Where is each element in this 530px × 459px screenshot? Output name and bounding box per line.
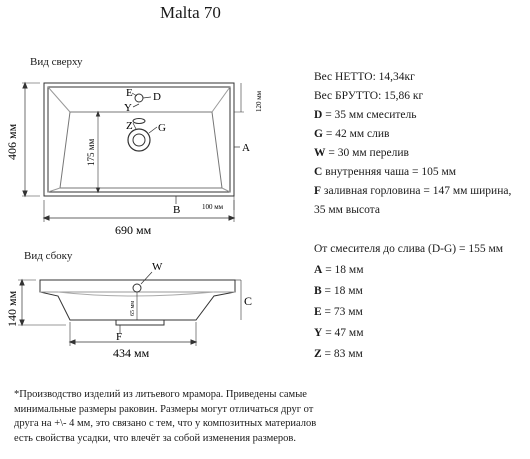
overflow-hole: [132, 118, 146, 124]
top-view-label: Вид сверху: [30, 56, 83, 68]
spec-f: F заливная горловина = 147 мм ширина,: [314, 185, 512, 197]
dim-65: 65 мм: [130, 301, 136, 316]
distance-list: От смесителя до слива (D-G) = 155 мм A =…: [314, 242, 503, 368]
distance-e: E = 73 мм: [314, 306, 363, 318]
distance-z: Z = 83 мм: [314, 348, 363, 360]
distance-y: Y = 47 мм: [314, 327, 364, 339]
sink-rim: [47, 86, 231, 193]
dim-height-140: 140 мм: [5, 290, 19, 327]
spec-c: C внутренняя чаша = 105 мм: [314, 166, 457, 178]
drawings: E D Y Z G A B 690 мм 406 мм 175 мм 120 м…: [5, 81, 263, 360]
marker-w: W: [152, 261, 163, 273]
drain-neck: [115, 319, 165, 326]
side-view-label: Вид сбоку: [24, 250, 73, 262]
spec-list: Вес НЕТТО: 14,34кг Вес БРУТТО: 15,86 кг …: [314, 70, 511, 222]
overflow-side: [132, 283, 142, 293]
marker-c: C: [244, 294, 252, 308]
sink-outer-outline: [43, 82, 235, 197]
footnote: *Производство изделий из литьевого мрамо…: [14, 389, 317, 444]
dim-120: 120 мм: [255, 90, 263, 112]
drain-inner: [132, 133, 146, 147]
top-view-drawing: [22, 81, 244, 222]
side-view-drawing: [18, 271, 242, 346]
spec-w: W = 30 мм перелив: [314, 147, 409, 159]
marker-d: D: [153, 91, 161, 103]
marker-a: A: [242, 142, 250, 154]
marker-g: G: [158, 122, 166, 134]
distance-d-g: От смесителя до слива (D-G) = 155 мм: [314, 243, 504, 255]
dim-175: 175 мм: [86, 139, 96, 166]
spec-g: G = 42 мм слив: [314, 128, 390, 140]
distance-b: B = 18 мм: [314, 285, 363, 297]
drain-outer: [127, 128, 151, 152]
spec-gross-weight: Вес БРУТТО: 15,86 кг: [314, 90, 424, 102]
marker-f: F: [116, 331, 122, 343]
marker-e: E: [126, 87, 133, 99]
sink-side-profile: [39, 279, 236, 321]
dim-width-434: 434 мм: [113, 346, 150, 360]
spec-d: D = 35 мм смеситель: [314, 109, 417, 121]
distance-a: A = 18 мм: [314, 264, 364, 276]
spec-f-height: 35 мм высота: [314, 204, 380, 216]
marker-z: Z: [126, 120, 133, 132]
dim-100: 100 мм: [202, 203, 224, 211]
dim-width-690: 690 мм: [115, 223, 152, 237]
dim-depth-406: 406 мм: [5, 123, 19, 160]
spec-net-weight: Вес НЕТТО: 14,34кг: [314, 71, 415, 83]
page-title: Malta 70: [160, 3, 221, 22]
marker-y: Y: [124, 102, 132, 114]
marker-b: B: [173, 204, 180, 216]
